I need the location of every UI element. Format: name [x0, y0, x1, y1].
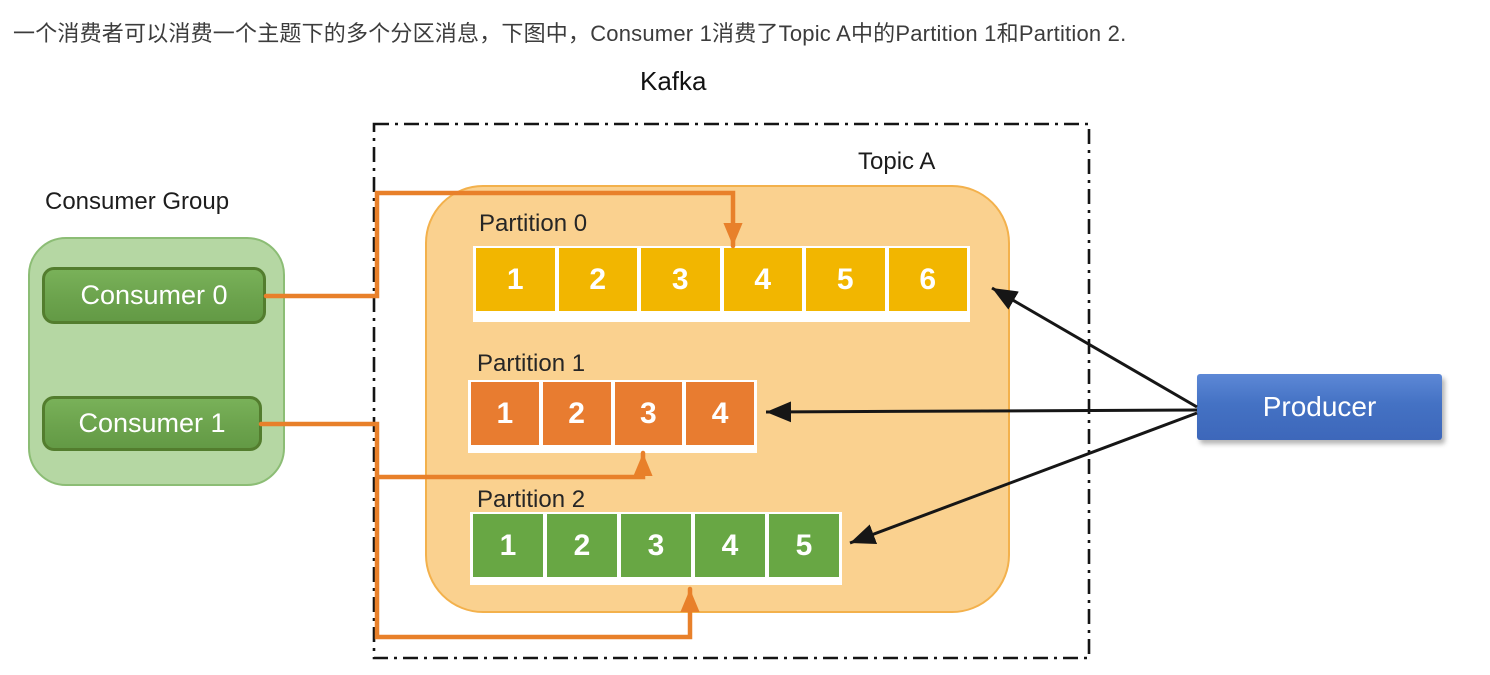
producer-node: Producer: [1197, 374, 1442, 440]
partition-cell: 4: [723, 248, 802, 311]
partition-cell: 2: [542, 382, 611, 445]
producer-to-partition0-arrow: [991, 286, 1198, 409]
consumer-1-node: Consumer 1: [42, 396, 262, 451]
partition-cell: 1: [473, 514, 543, 577]
partition-cell: 6: [888, 248, 967, 311]
partition-1-label: Partition 1: [477, 350, 586, 377]
caption-text: 一个消费者可以消费一个主题下的多个分区消息，下图中，Consumer 1消费了T…: [13, 21, 1127, 46]
topic-a-label: Topic A: [858, 148, 936, 175]
partition-cell: 2: [558, 248, 637, 311]
partition-cell: 3: [621, 514, 691, 577]
partition-cell: 1: [471, 382, 539, 445]
consumer-group-label: Consumer Group: [45, 188, 230, 215]
partition-cell: 2: [547, 514, 617, 577]
kafka-cluster-label: Kafka: [640, 66, 707, 96]
partition-cell: 5: [769, 514, 839, 577]
consumer-0-node: Consumer 0: [42, 267, 266, 324]
partition-cell: 4: [686, 382, 754, 445]
partition-cell: 5: [806, 248, 885, 311]
partition-cell: 1: [476, 248, 555, 311]
partition-2-label: Partition 2: [477, 486, 586, 513]
partition-0-label: Partition 0: [479, 210, 588, 237]
partition-cell: 3: [641, 248, 720, 311]
partition-cell: 3: [614, 382, 683, 445]
partition-cell: 4: [695, 514, 765, 577]
